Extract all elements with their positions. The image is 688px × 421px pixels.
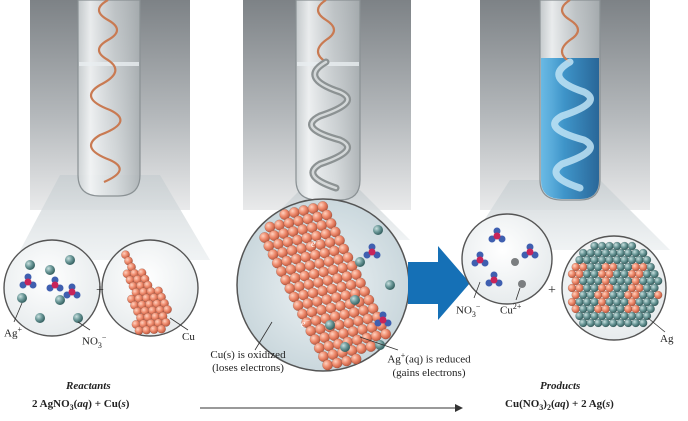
- reaction-arrow-head: [455, 404, 463, 412]
- nitrate-ions-center: [363, 243, 392, 327]
- label-plus-right: +: [548, 283, 556, 298]
- label-plus-left: +: [96, 283, 104, 298]
- copper-wire-coil-center: [316, 0, 336, 63]
- test-tube-left: [77, 0, 141, 197]
- copper-wire-coil-right: [560, 0, 580, 63]
- label-nitrate-right: NO3−: [456, 302, 481, 319]
- leader-line-ag-right: [647, 317, 666, 333]
- label-cu2-ion-right: Cu2+: [500, 302, 522, 317]
- products-heading: Products: [540, 380, 581, 392]
- electron-label-1: e−: [311, 237, 320, 250]
- products-equation: Cu(NO3)2(aq) + 2 Ag(s): [505, 398, 614, 413]
- ag-ions-left: [17, 255, 83, 323]
- copper-atom-lattice: [121, 250, 172, 335]
- label-ag-right: Ag: [660, 333, 674, 345]
- label-cu-left: Cu: [182, 331, 195, 343]
- copper-surface-atoms: [259, 201, 392, 371]
- test-tube-right: [539, 0, 601, 201]
- nitrate-ions-right: [471, 227, 539, 287]
- cu2-ions-right: [511, 258, 526, 288]
- leader-line-ag-left: [13, 302, 23, 323]
- ag-ions-center: [325, 225, 395, 352]
- leader-line-cu2-right: [515, 287, 521, 301]
- magnify-cone-left: [15, 175, 210, 260]
- blue-copper-solution: [541, 58, 599, 199]
- caption-ag-reduced: Ag+(aq) is reduced (gains electrons): [387, 351, 471, 379]
- copper-wire-coil-left: [90, 0, 122, 184]
- silver-crystal-coil: [551, 58, 594, 192]
- label-nitrate-left: NO3−: [82, 333, 107, 350]
- reactants-heading: Reactants: [66, 380, 111, 392]
- silver-atom-deposit: [567, 241, 663, 328]
- reaction-direction-arrow: [408, 246, 470, 320]
- leader-line-reduced: [359, 336, 399, 351]
- leader-line-oxidized: [254, 321, 273, 351]
- leader-line-no3-right: [473, 281, 481, 299]
- reactants-equation: 2 AgNO3(aq) + Cu(s): [32, 398, 130, 413]
- electron-label-2: e−: [301, 317, 310, 330]
- nitrate-ions-left: [19, 273, 81, 299]
- leader-line-cu-left: [169, 317, 189, 331]
- leader-line-no3-left: [77, 321, 91, 331]
- label-ag-ion-left: Ag+: [4, 325, 22, 340]
- solution-zoom-circle-right: [461, 213, 553, 305]
- caption-cu-oxidized: Cu(s) is oxidized (loses electrons): [210, 349, 286, 374]
- test-tube-center: [295, 0, 361, 201]
